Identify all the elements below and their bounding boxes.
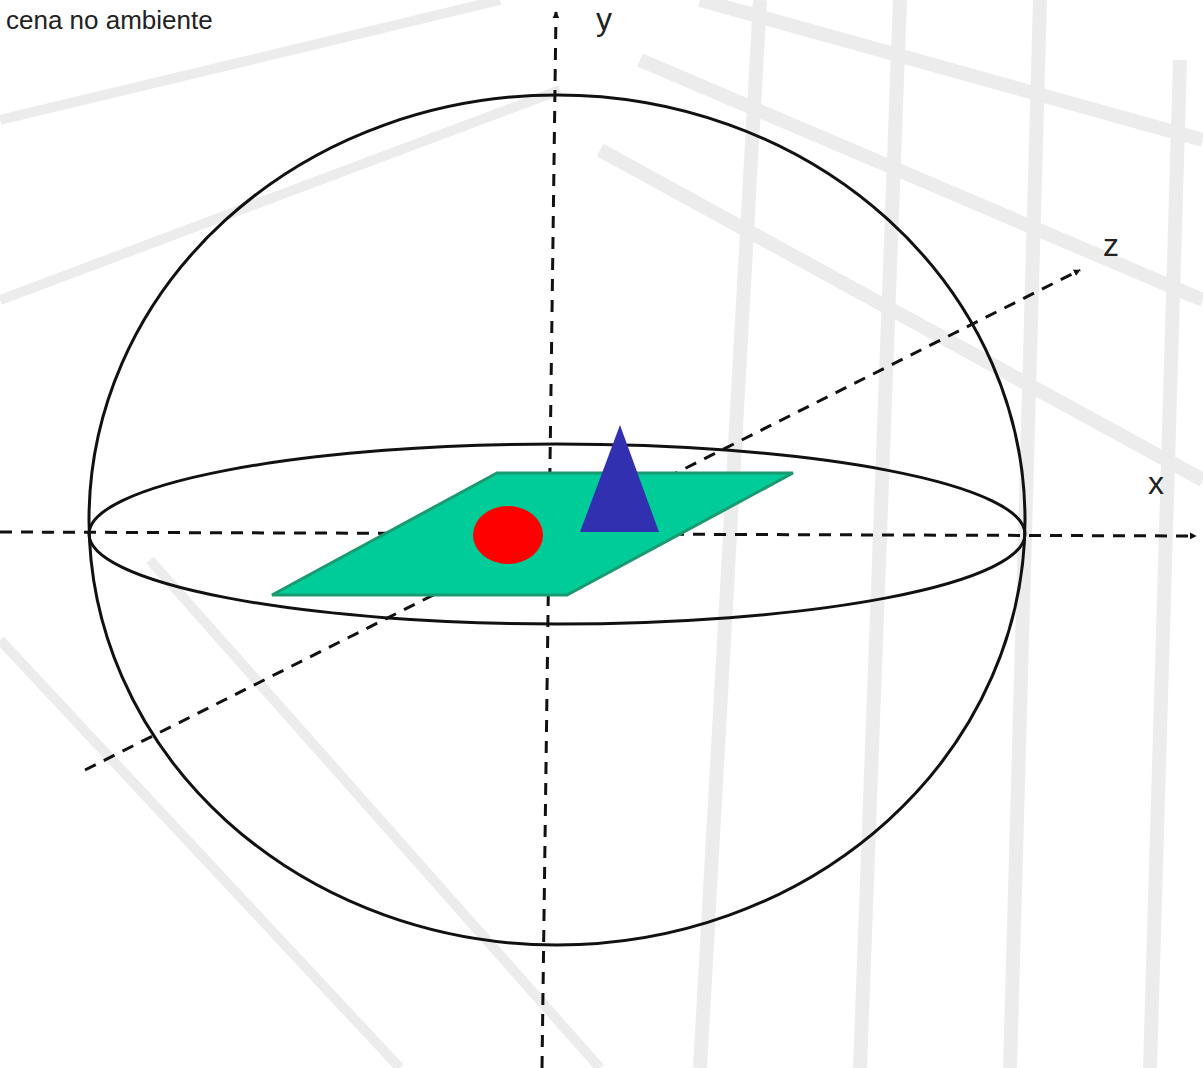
sphere-outline <box>89 95 1025 945</box>
axis-label: z <box>1103 228 1119 263</box>
axis-label: x <box>1148 466 1164 501</box>
axis-label: y <box>596 2 612 37</box>
z-axis <box>85 270 1080 770</box>
blue-cone <box>580 425 659 532</box>
red-sphere <box>473 506 543 564</box>
equator-ellipse <box>89 444 1025 624</box>
scene-title: cena no ambiente <box>6 6 213 35</box>
grid-lines <box>600 0 1203 1068</box>
ground-plane <box>272 473 793 595</box>
axes <box>0 12 1196 1068</box>
